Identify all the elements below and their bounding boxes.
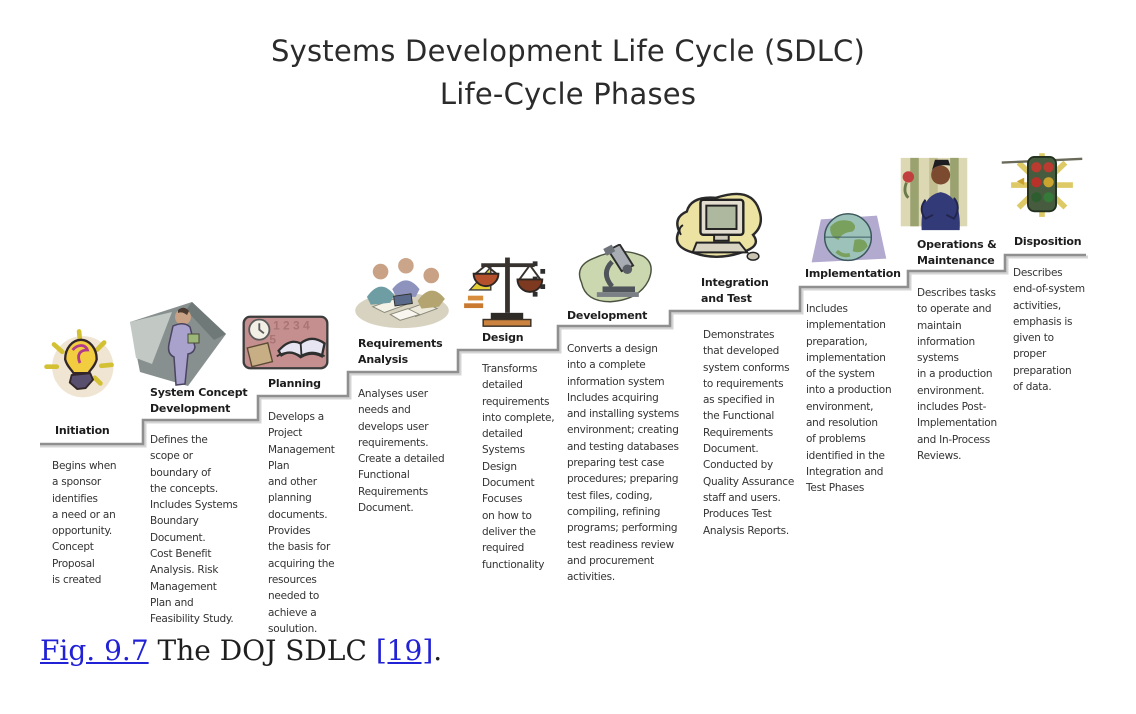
- caption-text: The DOJ SDLC: [148, 634, 376, 667]
- phase-title-system-concept-development: System Concept Development: [150, 386, 248, 415]
- citation-link[interactable]: [19]: [375, 634, 434, 667]
- caption-period: .: [433, 634, 443, 667]
- phase-description-development: Converts a design into a complete inform…: [567, 343, 680, 584]
- figure-number-link[interactable]: Fig. 9.7: [40, 634, 149, 667]
- phase-description-planning: Develops a Project Management Plan and o…: [268, 411, 335, 635]
- phase-title-design: Design: [482, 331, 524, 344]
- phase-description-implementation: Includes implementation preparation, imp…: [806, 303, 892, 495]
- team-meeting-icon: [350, 256, 454, 332]
- phase-title-implementation: Implementation: [805, 267, 901, 280]
- svg-text:5: 5: [269, 332, 276, 346]
- phase-description-design: Transforms detailed requirements into co…: [482, 363, 555, 571]
- phase-title-planning: Planning: [268, 377, 321, 390]
- phase-description-operations-maintenance: Describes tasks to operate and maintain …: [917, 287, 997, 462]
- page-title-line2: Life-Cycle Phases: [439, 77, 697, 111]
- globe-icon: [806, 210, 890, 268]
- page-title: Systems Development Life Cycle (SDLC) Li…: [0, 30, 1136, 116]
- phase-title-operations-maintenance: Operations & Maintenance: [917, 238, 997, 267]
- phase-description-disposition: Describes end-of-system activities, emph…: [1013, 267, 1085, 394]
- microscope-icon: [572, 244, 656, 306]
- phase-title-development: Development: [567, 309, 648, 322]
- svg-text:1 2 3 4: 1 2 3 4: [273, 319, 310, 333]
- phase-title-integration-and-test: Integration and Test: [701, 276, 769, 305]
- phase-title-initiation: Initiation: [55, 424, 110, 437]
- phase-title-requirements-analysis: Requirements Analysis: [358, 337, 443, 366]
- phase-description-requirements-analysis: Analyses user needs and develops user re…: [358, 388, 445, 515]
- desktop-computer-icon: [670, 192, 766, 266]
- traffic-light-icon: [998, 148, 1086, 224]
- phase-description-integration-and-test: Demonstrates that developed system confo…: [703, 329, 795, 537]
- page-title-line1: Systems Development Life Cycle (SDLC): [270, 34, 866, 68]
- worker-building-icon: [896, 156, 972, 232]
- phase-description-system-concept-development: Defines the scope or boundary of the con…: [150, 434, 238, 626]
- phase-description-initiation: Begins when a sponsor identifies a need …: [52, 460, 117, 587]
- figure-caption: Fig. 9.7 The DOJ SDLC [19].: [40, 634, 442, 667]
- phase-title-disposition: Disposition: [1014, 235, 1082, 248]
- lightbulb-icon: [38, 324, 122, 402]
- presenter-icon: [126, 300, 230, 386]
- balance-scale-icon: [460, 248, 554, 330]
